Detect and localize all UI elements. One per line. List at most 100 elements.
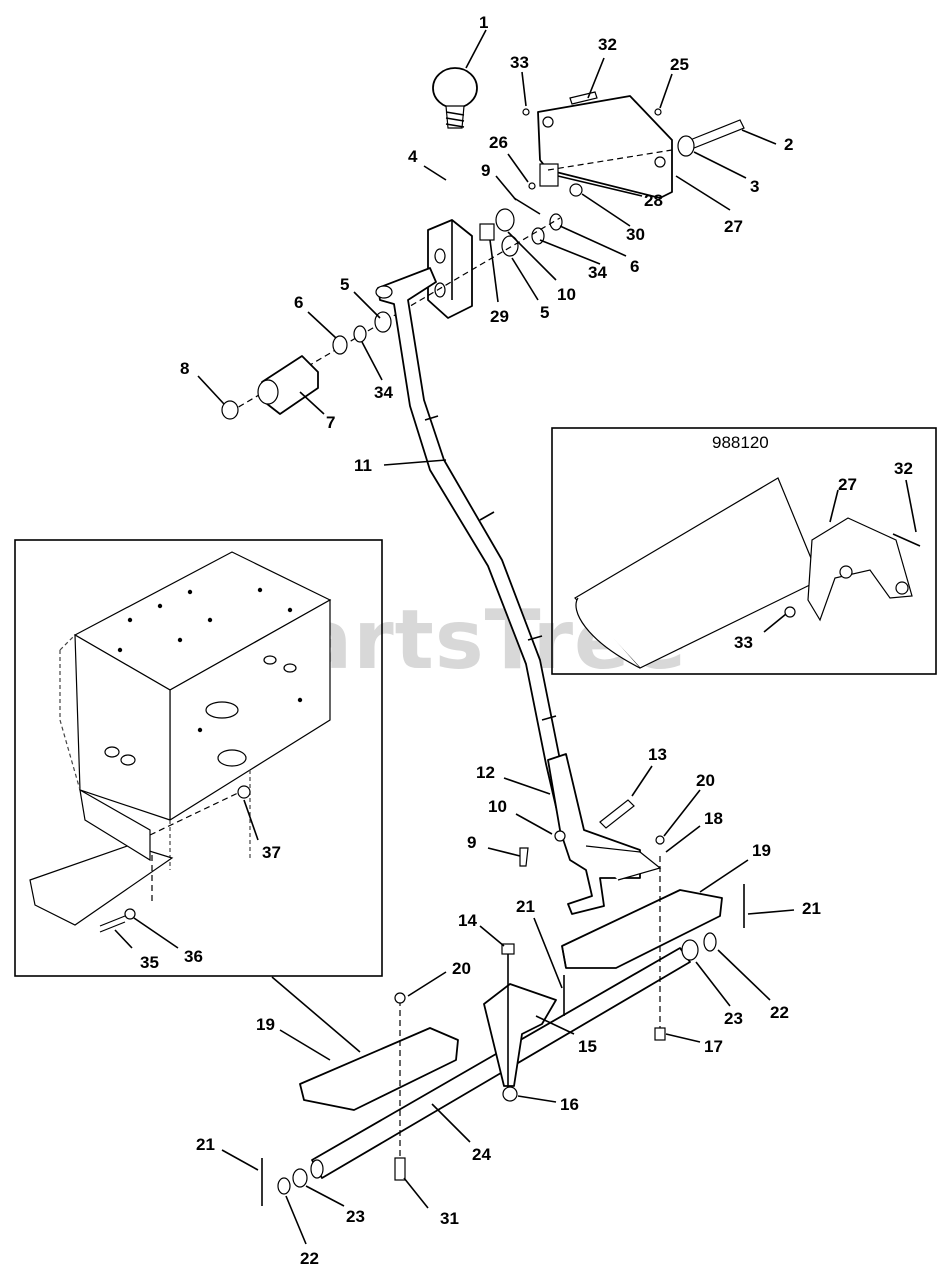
washer-34-left: [353, 325, 367, 343]
washer-6-left: [332, 335, 348, 355]
spring-29: [479, 223, 495, 241]
leader-37: [243, 799, 259, 841]
leader-19a: [699, 859, 749, 893]
frame-hole-1: [205, 701, 239, 719]
frame-hole-2: [217, 749, 247, 767]
shaft-end: [310, 1159, 324, 1179]
pin-26: [528, 182, 536, 190]
callout-7: 7: [326, 413, 335, 432]
callout-34a: 34: [588, 263, 607, 282]
leader-32: [587, 57, 605, 99]
callout-21c: 21: [196, 1135, 215, 1154]
bracket-15: [483, 983, 557, 1087]
leader-30: [581, 193, 631, 227]
leader-25: [659, 73, 673, 109]
inset-left-leader: [271, 976, 361, 1053]
block-hole: [434, 248, 446, 264]
frame-rivet: [187, 589, 193, 595]
frame-hole-3: [263, 655, 277, 665]
spring-coil: [445, 117, 465, 122]
nut-30: [569, 183, 583, 197]
leader-21b: [747, 909, 795, 915]
lever-seg: [541, 715, 557, 721]
leader-6b: [559, 225, 627, 257]
inset-bracket: [79, 788, 151, 862]
leader-18: [665, 825, 701, 853]
inset-centerline: [149, 791, 241, 836]
frame-rivet: [197, 727, 203, 733]
callout-21b: 21: [802, 899, 821, 918]
washer-6: [549, 213, 563, 231]
callout-4: 4: [408, 147, 418, 166]
inset-screw-32: [892, 533, 921, 547]
callout-19b: 19: [256, 1015, 275, 1034]
lever-11: [375, 267, 575, 825]
inset-bracket-hole-2: [839, 565, 853, 579]
block-4: [427, 219, 473, 319]
inset-bracket-hole: [895, 581, 909, 595]
leader-5b: [511, 257, 539, 301]
nut-37: [237, 785, 251, 799]
screw-25: [654, 108, 662, 116]
leader-5a: [353, 291, 381, 319]
leader-inset-32: [905, 479, 917, 533]
bushing-end: [257, 379, 279, 405]
callout-12: 12: [476, 763, 495, 782]
leader-24: [431, 1103, 471, 1143]
pedal-19-left: [299, 1027, 459, 1111]
lever-seg: [527, 635, 543, 641]
leader-inset-33: [763, 613, 787, 633]
inset-right-frame: [551, 427, 937, 675]
callout-26: 26: [489, 133, 508, 152]
leader-1: [465, 29, 487, 69]
frame-rivet: [117, 647, 123, 653]
callout-23b: 23: [346, 1207, 365, 1226]
leader-15: [535, 1015, 575, 1035]
frame-rivet: [257, 587, 263, 593]
leader-21a: [533, 917, 563, 989]
callout-14: 14: [458, 911, 477, 930]
leader-2: [741, 129, 777, 145]
callout-22a: 22: [770, 1003, 789, 1022]
frame-rivet: [127, 617, 133, 623]
callout-2: 2: [784, 135, 793, 154]
callout-20a: 20: [696, 771, 715, 790]
callout-9b: 9: [467, 833, 476, 852]
callout-34b: 34: [374, 383, 393, 402]
leader-33: [521, 71, 527, 107]
callout-10a: 10: [557, 285, 576, 304]
leader-6a: [307, 311, 337, 339]
washer-36: [124, 908, 136, 920]
callout-20b: 20: [452, 959, 471, 978]
leader-8: [197, 375, 225, 405]
leaders: [197, 29, 795, 1245]
callout-5a: 5: [340, 275, 349, 294]
washer-10: [495, 208, 515, 232]
bracket-centerline: [547, 149, 673, 171]
upper-assembly: [221, 67, 745, 420]
pedal-assembly: [261, 856, 745, 1206]
leader-26: [507, 153, 529, 183]
frame-rivet: [157, 603, 163, 609]
pedal-edge: [561, 945, 567, 969]
bolt-17: [654, 1027, 666, 1041]
washer-22-left: [277, 1177, 291, 1195]
spring-coil: [445, 111, 465, 116]
callout-19a: 19: [752, 841, 771, 860]
callout-6b: 6: [630, 257, 639, 276]
leader-13: [631, 765, 653, 797]
bushing-23-right: [681, 939, 699, 961]
washer-5: [501, 235, 519, 257]
frame-hidden-edge: [59, 634, 81, 791]
pin-9-lower: [519, 847, 529, 867]
callout-9a: 9: [481, 161, 490, 180]
nut-20-upper: [655, 835, 665, 845]
callout-13: 13: [648, 745, 667, 764]
bolt-13: [599, 799, 635, 829]
inset-nut-33: [784, 606, 796, 618]
callout-5b: 5: [540, 303, 549, 322]
leader-31: [403, 1177, 429, 1209]
leader-4: [423, 165, 447, 181]
callout-1: 1: [479, 13, 488, 32]
bolt-35: [99, 915, 126, 933]
